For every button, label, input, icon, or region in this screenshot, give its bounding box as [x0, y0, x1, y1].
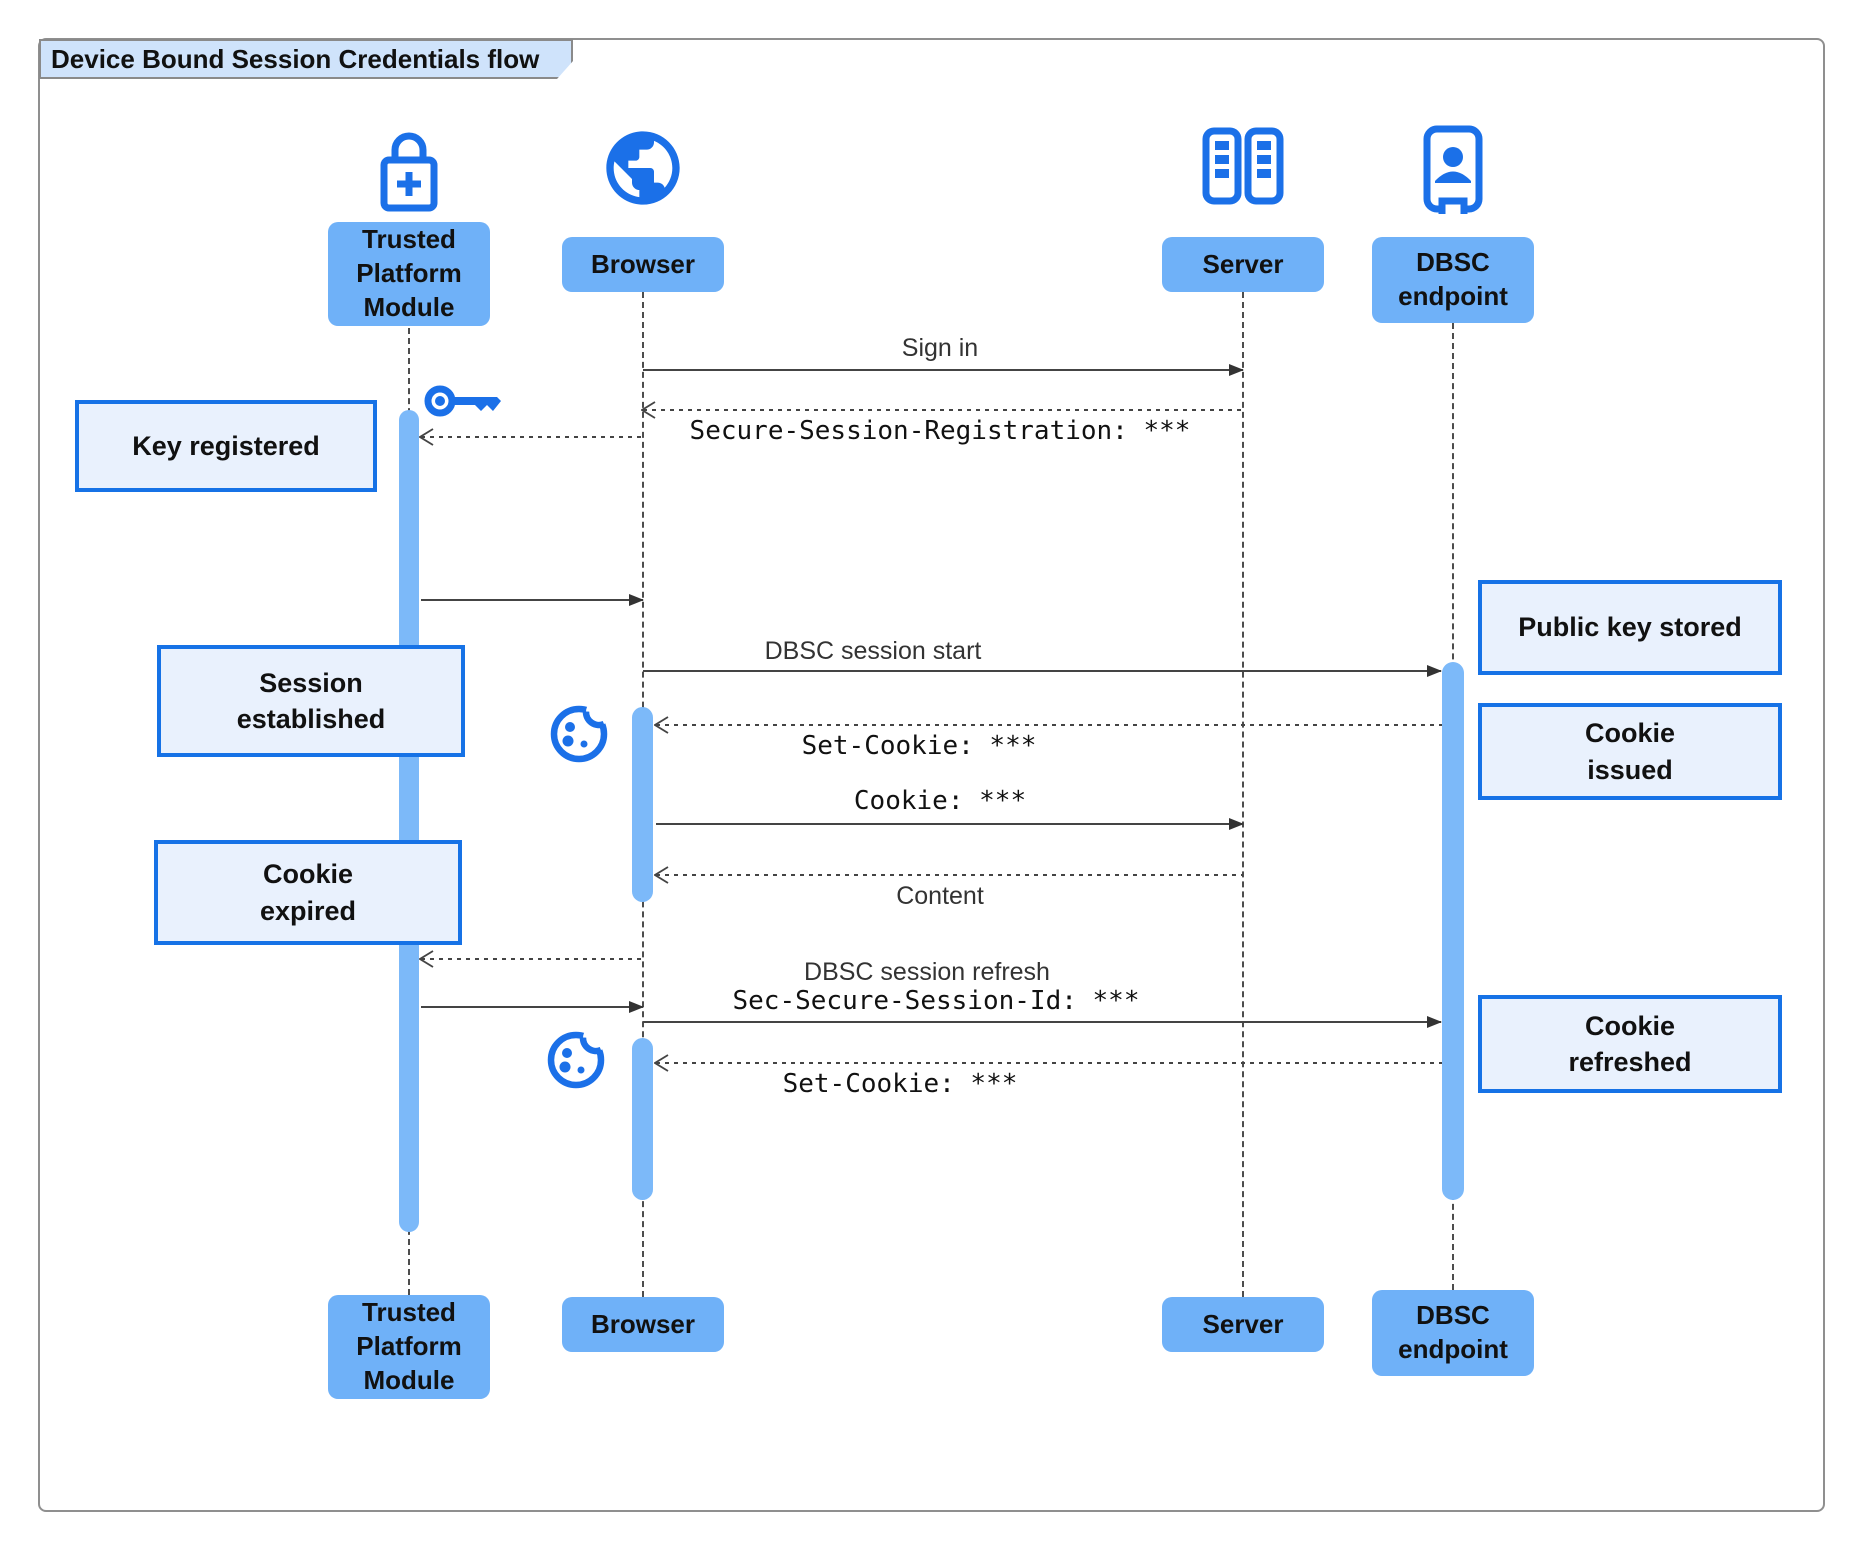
note-text: Key registered — [132, 430, 320, 461]
note-text: Cookie expired — [259, 859, 357, 926]
arrowhead-icon — [419, 950, 434, 968]
globe-icon — [606, 131, 680, 205]
participant-top-server: Server — [1162, 237, 1324, 292]
activation-bar-dbsc — [1442, 662, 1464, 1200]
message-line-set-cookie-2 — [654, 1054, 1442, 1072]
message-label-content: Content — [896, 882, 984, 910]
participant-label: Trusted Platform Module — [356, 224, 462, 322]
lifeline-server — [1242, 292, 1244, 1297]
cookie-icon — [550, 699, 612, 763]
arrowhead-icon — [629, 1001, 644, 1013]
arrowhead-icon — [1427, 1016, 1442, 1028]
note-session-established: Session established — [157, 645, 465, 757]
arrowhead-icon — [629, 594, 644, 606]
message-label-sec-secure-session-id: Sec-Secure-Session-Id: *** — [732, 986, 1140, 1016]
note-key-registered: Key registered — [75, 400, 377, 492]
participant-bottom-tpm: Trusted Platform Module — [328, 1295, 490, 1399]
lock-plus-icon — [380, 132, 438, 212]
message-label-set-cookie-2: Set-Cookie: *** — [782, 1069, 1018, 1099]
participant-label: DBSC endpoint — [1398, 247, 1508, 311]
message-label-secure-session-registration: Secure-Session-Registration: *** — [689, 416, 1191, 446]
message-label-dbsc-session-start: DBSC session start — [764, 637, 982, 665]
message-label-dbsc-session-refresh: DBSC session refresh — [804, 958, 1050, 986]
note-text: Public key stored — [1518, 612, 1742, 643]
message-line-sign-challenge — [419, 950, 643, 968]
activation-bar-browser-2 — [632, 1038, 653, 1200]
message-line-set-cookie-1 — [654, 716, 1442, 734]
message-line-key-returned — [421, 594, 644, 606]
participant-label: Server — [1202, 248, 1284, 279]
arrowhead-icon — [641, 401, 656, 419]
message-label-sign-in: Sign in — [901, 334, 979, 362]
note-text: Cookie refreshed — [1568, 1010, 1692, 1077]
participant-bottom-browser: Browser — [562, 1297, 724, 1352]
server-icon — [1202, 127, 1284, 205]
arrowhead-icon — [654, 866, 669, 884]
message-line-sign-in — [643, 364, 1244, 376]
participant-label: Browser — [590, 1308, 696, 1339]
note-cookie-expired: Cookie expired — [154, 840, 462, 945]
message-line-content — [654, 866, 1243, 884]
participant-bottom-dbsc: DBSC endpoint — [1372, 1290, 1534, 1376]
message-label-cookie: Cookie: *** — [853, 786, 1027, 816]
message-label-set-cookie-1: Set-Cookie: *** — [801, 731, 1037, 761]
participant-label: Browser — [590, 248, 696, 279]
message-line-dbsc-session-start — [643, 665, 1442, 677]
activation-bar-browser-1 — [632, 707, 653, 902]
note-cookie-issued: Cookie issued — [1478, 703, 1782, 800]
note-public-key-stored: Public key stored — [1478, 580, 1782, 675]
door-person-icon — [1423, 125, 1483, 214]
arrowhead-icon — [654, 716, 669, 734]
arrowhead-icon — [419, 428, 434, 446]
diagram-title: Device Bound Session Credentials flow — [39, 39, 573, 79]
arrowhead-icon — [1229, 364, 1244, 376]
participant-label: Server — [1202, 1308, 1284, 1339]
key-icon — [424, 385, 501, 417]
arrowhead-icon — [1427, 665, 1442, 677]
message-line-register-key — [419, 428, 643, 446]
activation-bar-tpm — [399, 410, 419, 1232]
arrowhead-icon — [1229, 818, 1244, 830]
note-text: Session established — [236, 667, 386, 734]
message-line-cookie — [656, 818, 1244, 830]
participant-label: Trusted Platform Module — [356, 1297, 462, 1395]
note-cookie-refreshed: Cookie refreshed — [1478, 995, 1782, 1093]
message-line-secure-session-registration — [641, 401, 1243, 419]
participant-top-dbsc: DBSC endpoint — [1372, 237, 1534, 323]
participant-top-tpm: Trusted Platform Module — [328, 222, 490, 326]
note-text: Cookie issued — [1584, 718, 1676, 785]
arrowhead-icon — [654, 1054, 669, 1072]
participant-top-browser: Browser — [562, 237, 724, 292]
message-line-dbsc-session-refresh — [643, 1016, 1442, 1028]
participant-label: DBSC endpoint — [1398, 1300, 1508, 1364]
message-line-signature-returned — [421, 1001, 644, 1013]
participant-bottom-server: Server — [1162, 1297, 1324, 1352]
cookie-icon-2 — [547, 1025, 609, 1089]
